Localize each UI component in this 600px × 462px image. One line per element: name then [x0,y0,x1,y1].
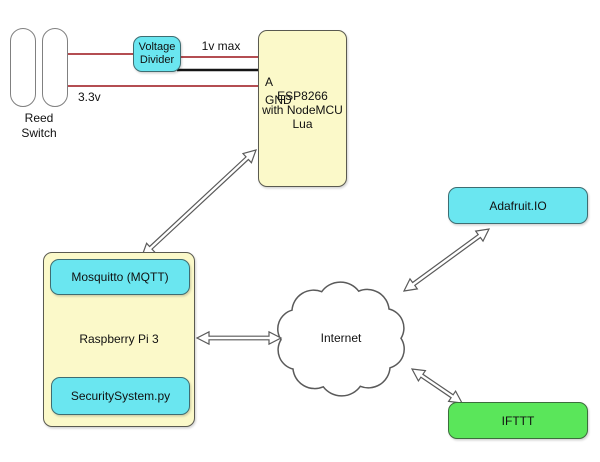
internet-label: Internet [320,331,362,345]
reed-switch-capsule-left [10,28,36,107]
esp8266-pin-gnd-label: GND [265,93,292,107]
mosquitto-node: Mosquitto (MQTT) [50,259,190,295]
arrow-esp8266-mosquitto [141,149,257,257]
esp8266-node: A GND ESP8266 with NodeMCU Lua [258,30,347,187]
wires-group [68,53,259,87]
reed-switch-label: Reed Switch [21,111,57,140]
securitysystem-node: SecuritySystem.py [51,377,190,415]
wire-label-3v3: 3.3v [78,90,101,104]
ifttt-node: IFTTT [448,402,588,439]
internet-cloud-shape [277,281,405,397]
internet-cloud-outline [277,281,405,397]
adafruit-io-node: Adafruit.IO [448,187,588,224]
reed-switch-capsule-right [42,28,68,107]
esp8266-pin-a-label: A [265,75,274,89]
arrow-raspberrypi-internet [195,330,283,346]
esp8266-label: ESP8266 with NodeMCU Lua [262,89,343,131]
wire-label-1v-max: 1v max [201,39,241,53]
raspberry-pi-label: Raspberry Pi 3 [79,332,159,346]
arrow-internet-ifttt [410,368,464,404]
raspberry-pi-node: Mosquitto (MQTT) Raspberry Pi 3 Security… [43,252,195,427]
voltage-divider-node: Voltage Divider [133,36,181,72]
arrow-internet-adafruit [402,228,491,292]
arrows-group [141,149,491,404]
